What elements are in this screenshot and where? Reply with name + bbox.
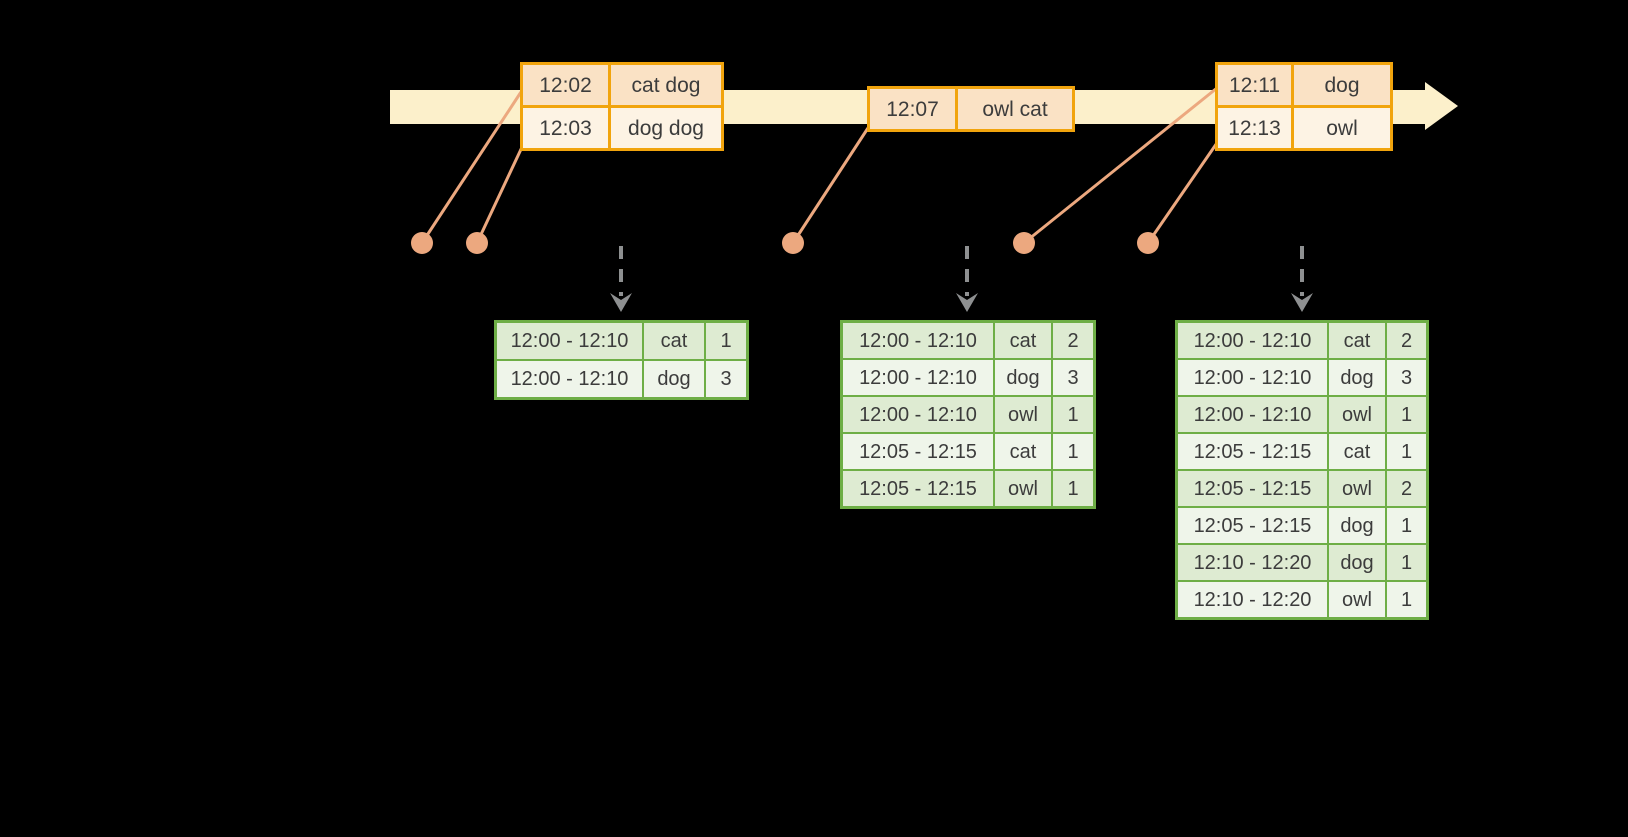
event-table-1: 12:02 cat dog 12:03 dog dog xyxy=(520,62,724,151)
key-cell: dog xyxy=(1329,508,1385,543)
leader-line xyxy=(791,127,870,244)
count-cell: 1 xyxy=(1387,582,1426,617)
window-cell: 12:05 - 12:15 xyxy=(1178,471,1327,506)
window-cell: 12:00 - 12:10 xyxy=(843,323,993,358)
event-dot xyxy=(466,232,488,254)
key-cell: owl xyxy=(995,397,1051,432)
result-table-3: 12:00 - 12:10 cat 2 12:00 - 12:10 dog 3 … xyxy=(1175,320,1429,620)
event-time-cell: 12:03 xyxy=(523,108,608,148)
event-time-cell: 12:07 xyxy=(870,89,955,129)
event-time-cell: 12:02 xyxy=(523,65,608,105)
key-cell: cat xyxy=(1329,434,1385,469)
key-cell: dog xyxy=(995,360,1051,395)
count-cell: 1 xyxy=(706,323,746,359)
count-cell: 2 xyxy=(1053,323,1093,358)
event-time-cell: 12:13 xyxy=(1218,108,1291,148)
count-cell: 1 xyxy=(1053,434,1093,469)
event-table-3: 12:11 dog 12:13 owl xyxy=(1215,62,1393,151)
window-cell: 12:00 - 12:10 xyxy=(1178,360,1327,395)
leader-line xyxy=(420,91,523,244)
count-cell: 2 xyxy=(1387,471,1426,506)
result-table-2: 12:00 - 12:10 cat 2 12:00 - 12:10 dog 3 … xyxy=(840,320,1096,509)
window-cell: 12:10 - 12:20 xyxy=(1178,545,1327,580)
window-cell: 12:05 - 12:15 xyxy=(1178,508,1327,543)
event-data-cell: cat dog xyxy=(611,65,721,105)
count-cell: 1 xyxy=(1387,508,1426,543)
key-cell: cat xyxy=(644,323,704,359)
leader-lines xyxy=(420,86,1221,245)
key-cell: owl xyxy=(1329,582,1385,617)
window-cell: 12:00 - 12:10 xyxy=(843,397,993,432)
emit-arrowhead-icon xyxy=(1291,293,1313,312)
window-cell: 12:00 - 12:10 xyxy=(497,361,642,397)
leader-line xyxy=(1146,139,1221,244)
count-cell: 2 xyxy=(1387,323,1426,358)
count-cell: 1 xyxy=(1387,545,1426,580)
count-cell: 1 xyxy=(1387,434,1426,469)
leader-line xyxy=(1023,86,1218,245)
window-cell: 12:00 - 12:10 xyxy=(1178,323,1327,358)
key-cell: cat xyxy=(1329,323,1385,358)
key-cell: dog xyxy=(1329,545,1385,580)
emit-arrowhead-icon xyxy=(956,293,978,312)
count-cell: 3 xyxy=(706,361,746,397)
window-cell: 12:05 - 12:15 xyxy=(1178,434,1327,469)
window-cell: 12:10 - 12:20 xyxy=(1178,582,1327,617)
event-dot xyxy=(1137,232,1159,254)
event-dot xyxy=(1013,232,1035,254)
result-table-1: 12:00 - 12:10 cat 1 12:00 - 12:10 dog 3 xyxy=(494,320,749,400)
key-cell: dog xyxy=(644,361,704,397)
key-cell: owl xyxy=(1329,471,1385,506)
event-dot xyxy=(411,232,433,254)
window-cell: 12:00 - 12:10 xyxy=(843,360,993,395)
event-dots xyxy=(411,232,1159,254)
emit-arrowhead-icon xyxy=(610,293,632,312)
event-data-cell: owl cat xyxy=(958,89,1072,129)
emit-arrow-heads xyxy=(610,293,1313,312)
event-data-cell: dog xyxy=(1294,65,1390,105)
count-cell: 3 xyxy=(1387,360,1426,395)
key-cell: owl xyxy=(995,471,1051,506)
window-cell: 12:05 - 12:15 xyxy=(843,471,993,506)
key-cell: cat xyxy=(995,434,1051,469)
leader-line xyxy=(475,144,525,244)
window-cell: 12:05 - 12:15 xyxy=(843,434,993,469)
event-data-cell: owl xyxy=(1294,108,1390,148)
event-data-cell: dog dog xyxy=(611,108,721,148)
emit-arrow-lines xyxy=(619,246,1304,296)
event-time-cell: 12:11 xyxy=(1218,65,1291,105)
event-table-2: 12:07 owl cat xyxy=(867,86,1075,132)
count-cell: 1 xyxy=(1053,471,1093,506)
key-cell: owl xyxy=(1329,397,1385,432)
count-cell: 1 xyxy=(1053,397,1093,432)
event-dot xyxy=(782,232,804,254)
window-cell: 12:00 - 12:10 xyxy=(497,323,642,359)
count-cell: 3 xyxy=(1053,360,1093,395)
count-cell: 1 xyxy=(1387,397,1426,432)
window-cell: 12:00 - 12:10 xyxy=(1178,397,1327,432)
key-cell: dog xyxy=(1329,360,1385,395)
key-cell: cat xyxy=(995,323,1051,358)
